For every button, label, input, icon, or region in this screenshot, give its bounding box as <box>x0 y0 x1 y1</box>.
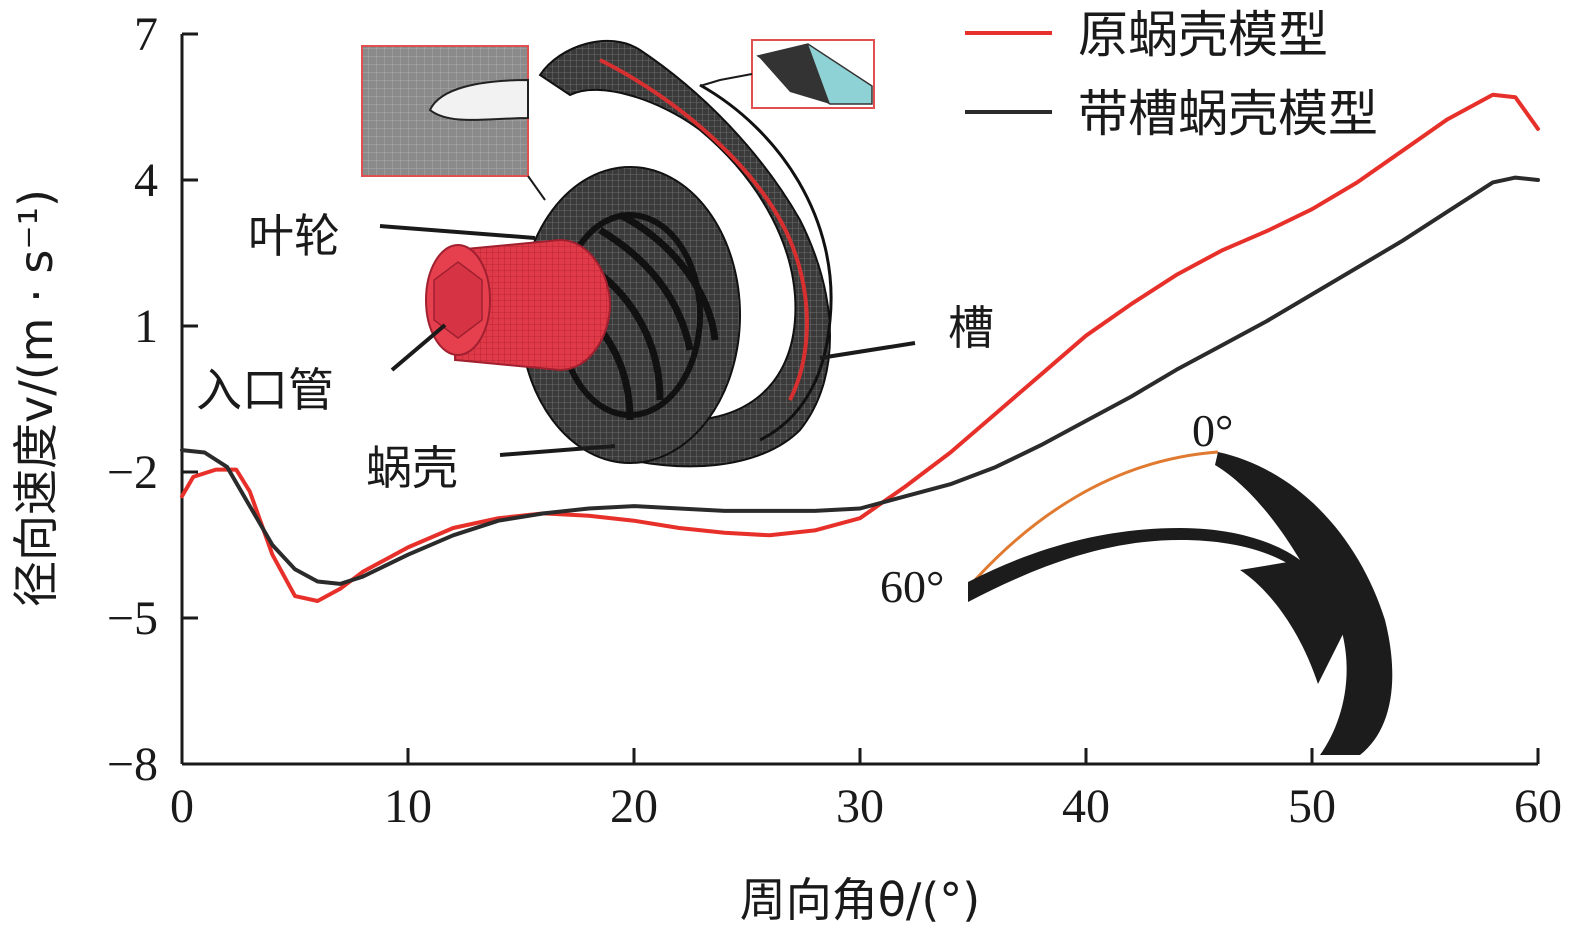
x-tick-label-5: 50 <box>1288 780 1336 833</box>
series-line-0 <box>180 92 1540 603</box>
mesh-detail-leader <box>527 175 546 201</box>
inlet-pipe-hex <box>433 261 483 339</box>
callout-impeller: 叶轮 <box>248 209 340 263</box>
x-ticks: 0 10 20 30 40 50 60 <box>170 748 1562 833</box>
x-tick-label-3: 30 <box>836 780 884 833</box>
pump-illustration: 叶轮 入口管 蜗壳 槽 <box>196 39 994 495</box>
volute-red-stripe <box>599 58 809 401</box>
slot-outline <box>699 83 833 442</box>
x-tick-label-0: 0 <box>170 780 194 833</box>
y-tick-label-0: −8 <box>107 738 158 791</box>
callout-volute: 蜗壳 <box>366 441 458 495</box>
y-tick-label-4: 4 <box>134 154 158 207</box>
slot-section-body <box>968 452 1393 755</box>
series-layer <box>180 92 1540 603</box>
legend: 原蜗壳模型 带槽蜗壳模型 <box>965 6 1378 143</box>
slot-section-tail <box>1240 560 1350 684</box>
x-tick-label-1: 10 <box>384 780 432 833</box>
angle-label-0: 0° <box>1192 405 1233 456</box>
slot-detail-dark <box>758 44 830 104</box>
leader-inlet <box>390 323 447 372</box>
y-ticks: −8 −5 −2 1 4 7 <box>107 8 198 791</box>
angle-label-60: 60° <box>880 561 944 612</box>
leader-slot <box>819 341 916 360</box>
legend-label-slotted: 带槽蜗壳模型 <box>1078 85 1378 143</box>
slot-arc-thin <box>973 450 1219 582</box>
y-tick-label-3: 1 <box>134 300 158 353</box>
leader-impeller <box>379 224 536 240</box>
callout-slot: 槽 <box>948 301 994 355</box>
x-tick-label-2: 20 <box>610 780 658 833</box>
x-axis-title: 周向角θ/(°) <box>740 873 981 927</box>
y-tick-label-2: −2 <box>107 446 158 499</box>
x-tick-label-6: 60 <box>1514 780 1562 833</box>
legend-label-original: 原蜗壳模型 <box>1078 6 1328 64</box>
leader-volute <box>499 444 616 457</box>
series-line-1 <box>180 175 1540 586</box>
inlet-pipe <box>454 238 612 372</box>
impeller-blades <box>567 211 719 421</box>
slot-section-illustration: 0° 60° <box>880 405 1393 755</box>
slot-detail-leader <box>699 73 753 87</box>
y-axis-title: 径向速度v/(m · s⁻¹) <box>9 189 63 607</box>
axes: 0 10 20 30 40 50 60 −8 −5 −2 1 4 7 <box>107 8 1562 833</box>
y-tick-label-5: 7 <box>134 8 158 61</box>
y-tick-label-1: −5 <box>107 592 158 645</box>
mesh-detail-blade <box>428 78 529 121</box>
x-tick-label-4: 40 <box>1062 780 1110 833</box>
callout-inlet: 入口管 <box>196 363 334 417</box>
